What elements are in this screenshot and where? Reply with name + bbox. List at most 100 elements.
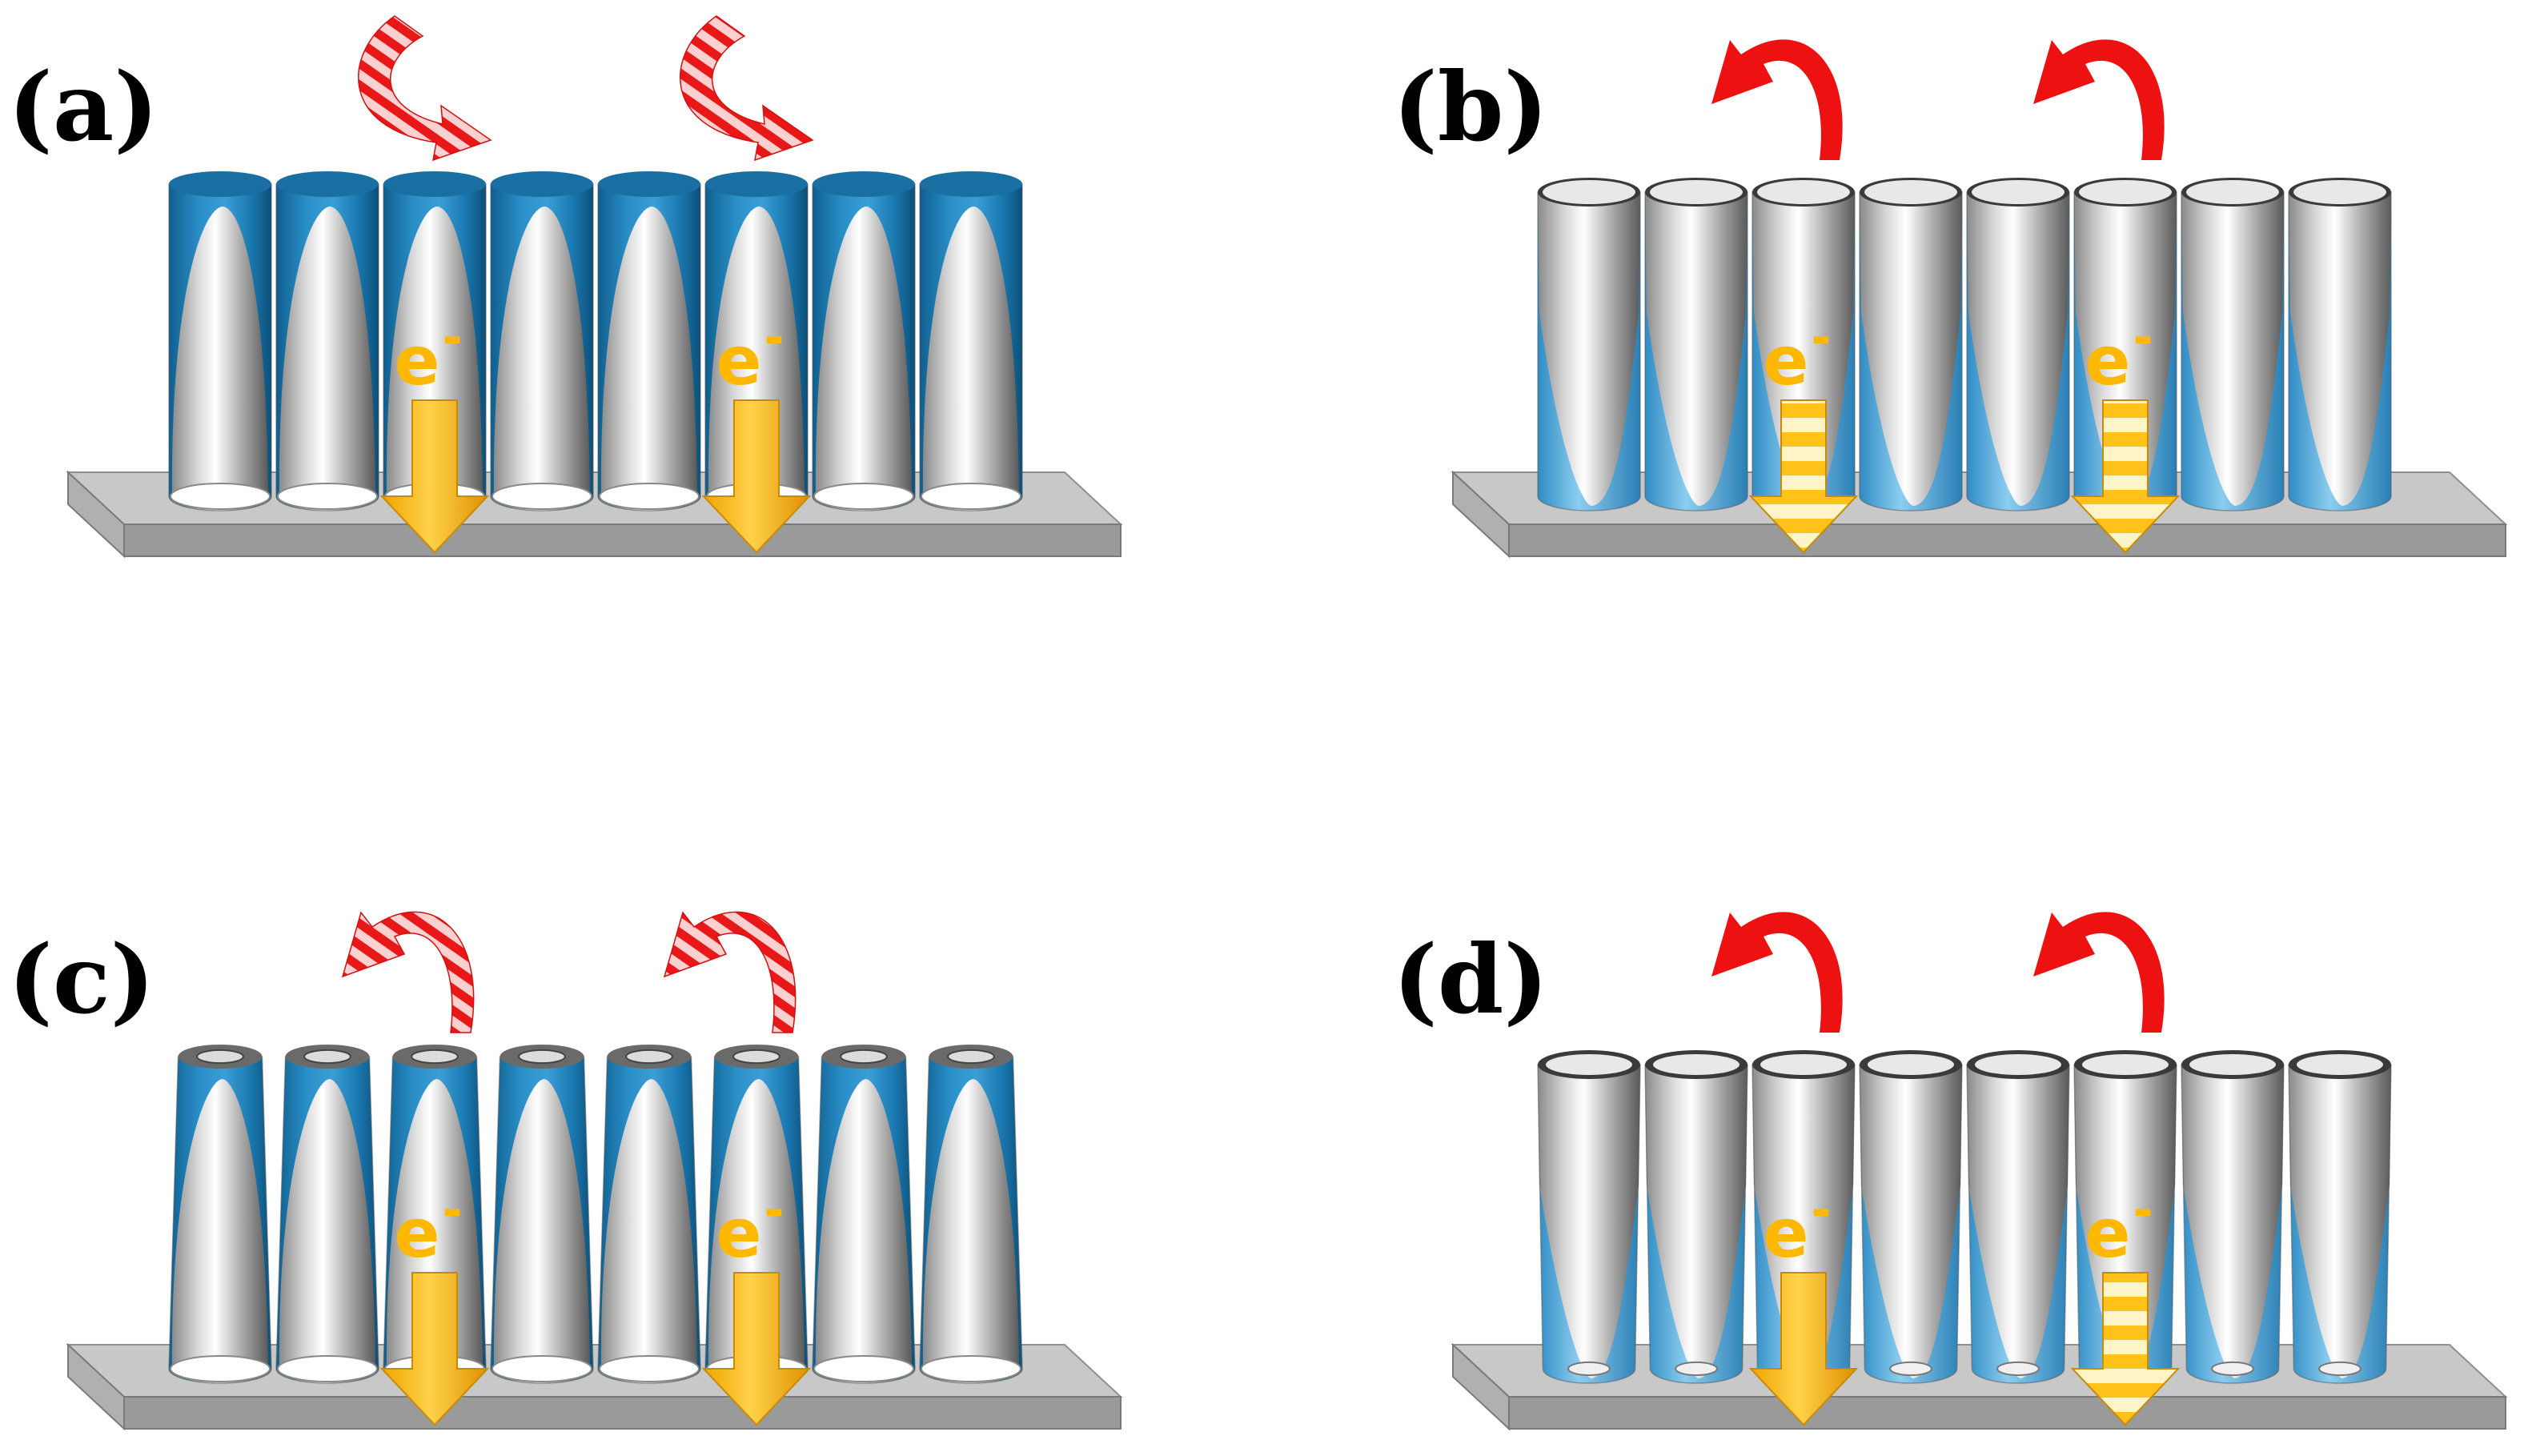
nanotube — [1752, 178, 1856, 511]
substrate-side — [1508, 1396, 2506, 1430]
tube-outline — [490, 1056, 594, 1384]
tube-outline — [1859, 1064, 1963, 1384]
electron-charge: - — [1812, 1182, 1832, 1238]
tube-gray-shell — [1967, 1065, 2069, 1378]
panel-c: (c)e-e- — [8, 911, 1123, 1431]
tube-top-opening — [1868, 1054, 1954, 1075]
tube-bottom-opening — [1675, 1361, 1718, 1377]
panel-a: (a)e-e- — [8, 15, 1123, 559]
nanotube — [2288, 178, 2392, 511]
tube-top-opening — [1653, 1054, 1739, 1075]
tube-top-opening — [1546, 1054, 1632, 1075]
tube-outline — [275, 1056, 379, 1384]
tube-gray-shell — [2074, 192, 2177, 506]
tube-gray-core — [815, 1079, 912, 1383]
electron-transfer: e- — [2070, 1182, 2181, 1426]
curl-arrow-striped — [341, 911, 475, 1033]
tube-gray-core — [493, 207, 590, 511]
curl-arrow-solid — [2033, 912, 2165, 1033]
electron-transfer: e- — [701, 310, 812, 554]
tube-outline — [1537, 191, 1641, 511]
tube-gray-shell — [2181, 192, 2284, 506]
tube-gray-core — [386, 1079, 483, 1383]
tube-outline — [490, 183, 594, 511]
substrate-side — [123, 523, 1122, 557]
nanotube — [490, 1045, 594, 1384]
electron-transfer: e- — [701, 1182, 812, 1426]
panel-d: (d)e-e- — [1393, 912, 2508, 1431]
tube-bottom-opening — [492, 483, 592, 510]
electron-arrow-striped — [2070, 1272, 2181, 1426]
tube-bottom-opening — [813, 1355, 914, 1382]
tube-gray-core — [171, 207, 268, 511]
tube-outline — [2181, 1064, 2285, 1384]
nanotube — [275, 1045, 379, 1384]
tube-top-opening — [1864, 180, 1957, 204]
curl-arrow-solid — [1711, 39, 1843, 161]
electron-charge: - — [2133, 1182, 2153, 1238]
nanotube — [383, 1045, 487, 1384]
electron-symbol: e — [395, 322, 440, 400]
electron-arrow-striped — [1748, 399, 1859, 554]
tube-bottom-opening — [2318, 1361, 2361, 1377]
tube-top-rim — [705, 171, 808, 197]
tube-bottom-opening — [599, 483, 700, 510]
electron-arrow-solid — [701, 399, 812, 554]
panel-label: (b) — [1393, 51, 1548, 162]
tube-bottom-opening — [277, 483, 378, 510]
curl-arrow-solid — [1711, 912, 1843, 1033]
tube-top-opening — [2186, 180, 2279, 204]
tube-top-opening — [1972, 180, 2065, 204]
nanotube — [1537, 1050, 1641, 1384]
tube-bottom-opening — [2211, 1361, 2254, 1377]
nanotube — [597, 1045, 701, 1384]
tube-top-opening — [947, 1049, 995, 1065]
tube-gray-core — [708, 207, 805, 511]
tube-outline — [919, 1056, 1023, 1384]
electron-arrow-solid — [701, 1272, 812, 1426]
tube-gray-core — [922, 207, 1019, 511]
electron-arrow-solid — [379, 399, 490, 554]
curl-arrow-striped — [358, 15, 492, 162]
tube-top-opening — [411, 1049, 459, 1065]
electron-symbol: e — [2085, 1194, 2131, 1273]
substrate-left-side — [67, 1342, 125, 1431]
electron-charge: - — [2133, 310, 2153, 366]
tube-outline — [275, 183, 379, 511]
substrate-left-side — [1452, 1342, 1510, 1431]
tube-gray-core — [815, 207, 912, 511]
electron-symbol: e — [716, 1194, 762, 1273]
tube-outline — [1966, 191, 2070, 511]
electron-symbol: e — [716, 322, 762, 400]
electron-charge: - — [1812, 310, 1832, 366]
nanotube — [812, 1045, 916, 1384]
tube-bottom-opening — [1996, 1361, 2040, 1377]
tube-outline — [2181, 191, 2285, 511]
tube-outline — [1537, 1064, 1641, 1384]
tube-top-opening — [732, 1049, 780, 1065]
tube-outline — [919, 183, 1023, 511]
tube-outline — [2288, 1064, 2392, 1384]
curl-arrow-solid — [2033, 39, 2165, 161]
tube-top-rim — [813, 171, 915, 197]
tube-gray-shell — [1752, 1065, 1855, 1378]
tube-bottom-opening — [813, 483, 914, 510]
nanotube — [1537, 178, 1641, 511]
nanotube — [2181, 178, 2285, 511]
nanotube — [1644, 1050, 1748, 1384]
panel-label: (a) — [8, 51, 158, 162]
electron-charge: - — [764, 310, 784, 366]
tube-gray-shell — [1860, 1065, 1962, 1378]
nanotube — [1966, 178, 2070, 511]
tube-top-opening — [1650, 180, 1743, 204]
nanotube — [919, 171, 1023, 511]
nanotube — [168, 1045, 272, 1384]
tube-top-rim — [169, 171, 271, 197]
tube-outline — [1644, 191, 1748, 511]
tube-outline — [597, 1056, 701, 1384]
nanotube — [1859, 178, 1963, 511]
nanotube — [2181, 1050, 2285, 1384]
tube-gray-shell — [1752, 192, 1855, 506]
